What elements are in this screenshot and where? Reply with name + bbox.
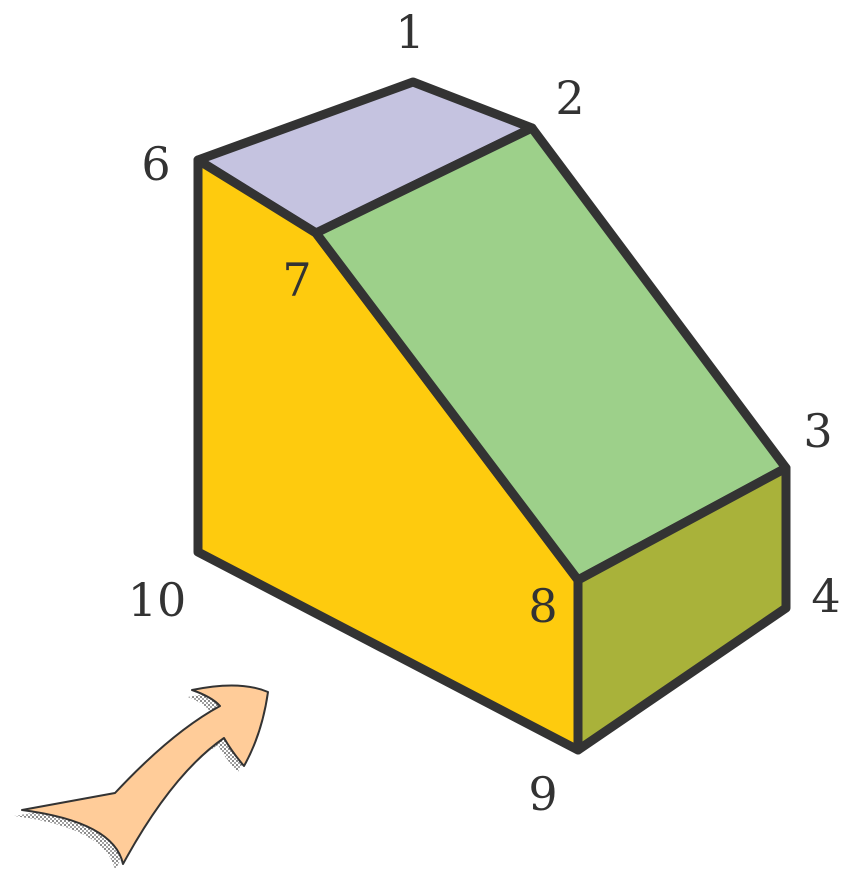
vertex-label-4: 4 bbox=[811, 569, 840, 623]
vertex-label-8: 8 bbox=[528, 579, 557, 633]
vertex-label-10: 10 bbox=[128, 573, 187, 627]
vertex-label-9: 9 bbox=[528, 767, 557, 821]
front-face bbox=[573, 463, 791, 755]
vertex-label-7: 7 bbox=[282, 253, 311, 307]
vertex-label-3: 3 bbox=[803, 404, 832, 458]
viewing-direction-arrow-icon bbox=[14, 684, 269, 870]
vertex-label-6: 6 bbox=[141, 137, 170, 191]
vertex-label-1: 1 bbox=[395, 5, 424, 59]
vertex-label-2: 2 bbox=[555, 71, 584, 125]
arrow-body bbox=[21, 684, 269, 865]
